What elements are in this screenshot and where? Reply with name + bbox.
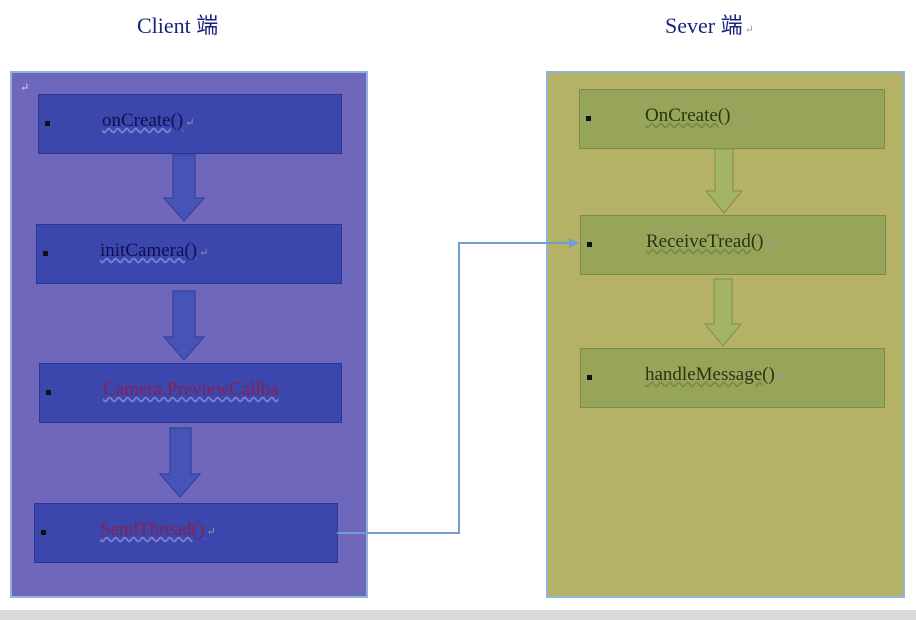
step-label: onCreate()↵ [102,110,195,131]
return-mark: ↵ [744,24,754,36]
server-step-receivetread[interactable]: ReceiveTread()↵ [580,215,886,275]
step-label: SendThread()↵ [100,519,216,540]
bullet-icon [43,251,48,256]
step-label: OnCreate()↵ [645,105,742,126]
step-label: Camera.PreviewCallba [103,379,279,400]
step-label: handleMessage()↵ [645,364,786,385]
footer-bar [0,610,916,620]
bullet-icon [46,390,51,395]
server-step-oncreate[interactable]: OnCreate()↵ [579,89,885,149]
bullet-icon [587,242,592,247]
server-title: Sever 端↵ [665,13,754,38]
client-title: Client 端 [137,13,219,38]
return-mark: ↵ [20,82,30,94]
step-label: ReceiveTread()↵ [646,231,775,252]
down-arrow-icon [162,154,206,222]
down-arrow-icon [162,290,206,361]
down-arrow-icon [158,427,202,498]
down-arrow-icon [704,148,744,214]
step-label: initCamera()↵ [100,240,209,261]
client-step-sendthread[interactable]: SendThread()↵ [34,503,338,563]
client-step-oncreate[interactable]: onCreate()↵ [38,94,342,154]
down-arrow-icon [703,278,743,347]
client-panel: ↵ onCreate()↵ initCamera()↵ Camera.Previ… [10,71,368,598]
bullet-icon [45,121,50,126]
send-receive-connector [337,238,579,534]
bullet-icon [41,530,46,535]
bullet-icon [587,375,592,380]
client-step-previewcallback[interactable]: Camera.PreviewCallba [39,363,342,423]
client-step-initcamera[interactable]: initCamera()↵ [36,224,342,284]
server-step-handlemessage[interactable]: handleMessage()↵ [580,348,885,408]
bullet-icon [586,116,591,121]
